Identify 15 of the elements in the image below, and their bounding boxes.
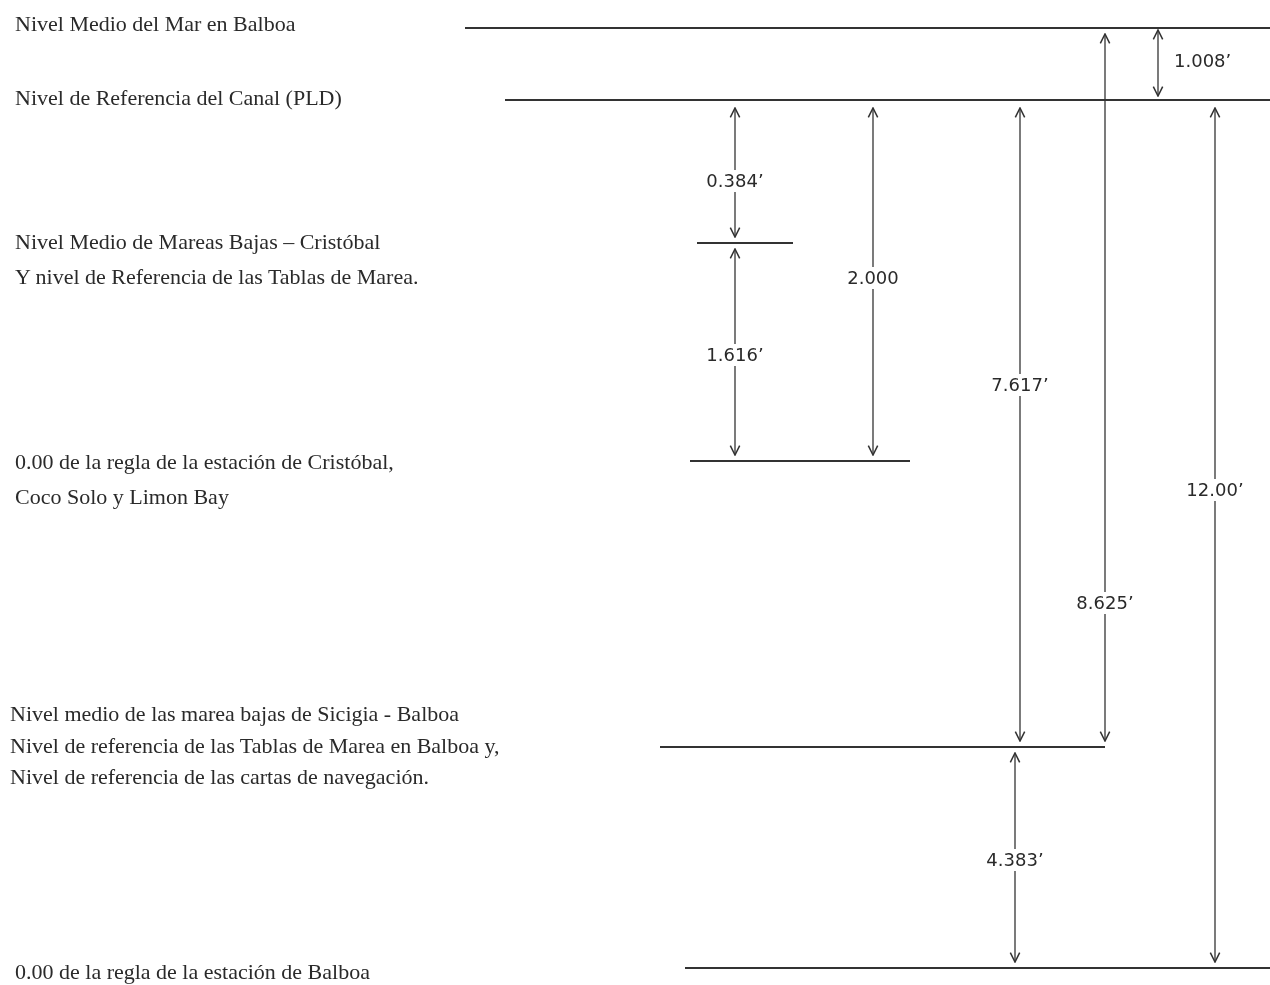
dimension-label: 8.625’ bbox=[1074, 592, 1136, 614]
dimension-label: 2.000 bbox=[845, 267, 901, 289]
level-label: 0.00 de la regla de la estación de Cristóbal, bbox=[15, 450, 394, 475]
dimension-label: 4.383’ bbox=[984, 849, 1046, 871]
level-label: Nivel de referencia de las Tablas de Marea en Balboa y, bbox=[10, 734, 500, 759]
level-label: 0.00 de la regla de la estación de Balboa bbox=[15, 960, 370, 985]
dimension-label: 7.617’ bbox=[989, 374, 1051, 396]
level-label: Nivel de Referencia del Canal (PLD) bbox=[15, 86, 342, 111]
level-label: Coco Solo y Limon Bay bbox=[15, 485, 229, 510]
level-label: Nivel Medio del Mar en Balboa bbox=[15, 12, 296, 37]
level-label: Nivel de referencia de las cartas de navegación. bbox=[10, 765, 429, 790]
level-label: Nivel Medio de Mareas Bajas – Cristóbal bbox=[15, 230, 381, 255]
level-label: Nivel medio de las marea bajas de Sicigia - Balboa bbox=[10, 702, 459, 727]
level-label: Y nivel de Referencia de las Tablas de Marea. bbox=[15, 265, 419, 290]
dimension-label: 0.384’ bbox=[704, 170, 766, 192]
